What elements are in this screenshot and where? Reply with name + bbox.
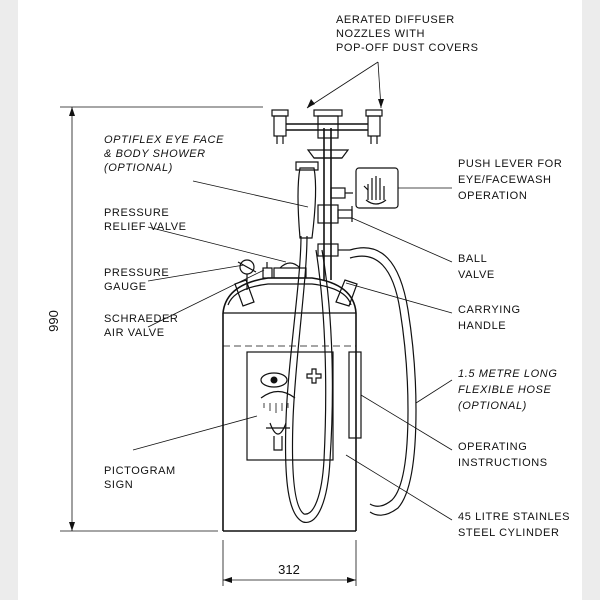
svg-text:HANDLE: HANDLE — [458, 320, 506, 332]
svg-text:AERATED DIFFUSER: AERATED DIFFUSER — [336, 14, 455, 26]
svg-text:45 LITRE STAINLES: 45 LITRE STAINLES — [458, 511, 570, 523]
label-pressure-relief: PRESSURE RELIEF VALVE — [104, 207, 187, 233]
label-ball-valve: BALL VALVE — [458, 253, 495, 281]
optiflex-shower-handset — [295, 161, 319, 239]
svg-text:EYE/FACEWASH: EYE/FACEWASH — [458, 174, 552, 186]
standpipe — [323, 128, 332, 280]
svg-text:BALL: BALL — [458, 253, 487, 265]
flexible-hose — [349, 247, 417, 516]
leader-lines — [132, 61, 453, 521]
svg-text:RELIEF VALVE: RELIEF VALVE — [104, 221, 187, 233]
ball-valve — [317, 204, 353, 224]
svg-text:(OPTIONAL): (OPTIONAL) — [104, 162, 173, 174]
pressure-relief-valve — [273, 262, 307, 279]
svg-text:(OPTIONAL): (OPTIONAL) — [458, 400, 527, 412]
svg-text:CARRYING: CARRYING — [458, 304, 521, 316]
svg-text:VALVE: VALVE — [458, 269, 495, 281]
label-hose: 1.5 METRE LONG FLEXIBLE HOSE (OPTIONAL) — [458, 368, 557, 412]
svg-text:SIGN: SIGN — [104, 479, 133, 491]
width-value: 312 — [278, 562, 300, 577]
carrying-handle-left — [234, 279, 255, 307]
first-aid-cross-icon — [306, 368, 322, 384]
drawing-frame: 990 312 — [18, 0, 582, 600]
svg-text:PRESSURE: PRESSURE — [104, 267, 169, 279]
label-optiflex: OPTIFLEX EYE FACE & BODY SHOWER (OPTIONA… — [104, 134, 224, 174]
eyewash-bowl-icon — [266, 422, 290, 451]
svg-text:PUSH LEVER FOR: PUSH LEVER FOR — [458, 158, 562, 170]
eye-icon — [260, 372, 288, 388]
push-lever-sign — [355, 167, 399, 209]
shower-hose — [284, 235, 333, 523]
schraeder-valve — [262, 262, 273, 279]
label-carrying-handle: CARRYING HANDLE — [458, 304, 521, 332]
label-aerated-diffuser: AERATED DIFFUSER NOZZLES WITH POP-OFF DU… — [336, 14, 479, 54]
svg-text:INSTRUCTIONS: INSTRUCTIONS — [458, 457, 548, 469]
label-cylinder: 45 LITRE STAINLES STEEL CYLINDER — [458, 511, 570, 539]
label-pictogram: PICTOGRAM SIGN — [104, 465, 176, 491]
label-schraeder: SCHRAEDER AIR VALVE — [104, 313, 178, 339]
svg-text:POP-OFF DUST COVERS: POP-OFF DUST COVERS — [336, 42, 479, 54]
label-operating-instructions: OPERATING INSTRUCTIONS — [458, 441, 548, 469]
hose-connector — [317, 243, 350, 257]
eyewash-head — [286, 109, 368, 159]
svg-text:PRESSURE: PRESSURE — [104, 207, 169, 219]
eyewash-diagram: 990 312 — [46, 14, 570, 586]
height-dimension: 990 — [46, 106, 263, 532]
width-dimension: 312 — [222, 540, 357, 586]
svg-text:& BODY SHOWER: & BODY SHOWER — [104, 148, 206, 160]
svg-text:1.5 METRE LONG: 1.5 METRE LONG — [458, 368, 557, 380]
label-pressure-gauge: PRESSURE GAUGE — [104, 267, 169, 293]
height-value: 990 — [46, 310, 61, 332]
svg-text:SCHRAEDER: SCHRAEDER — [104, 313, 178, 325]
svg-text:PICTOGRAM: PICTOGRAM — [104, 465, 176, 477]
svg-text:FLEXIBLE HOSE: FLEXIBLE HOSE — [458, 384, 551, 396]
push-lever — [330, 187, 353, 199]
operating-instructions-panel — [348, 351, 362, 439]
steel-cylinder — [222, 277, 357, 532]
svg-text:AIR VALVE: AIR VALVE — [104, 327, 165, 339]
svg-text:NOZZLES WITH: NOZZLES WITH — [336, 28, 425, 40]
svg-text:GAUGE: GAUGE — [104, 281, 147, 293]
svg-text:OPERATING: OPERATING — [458, 441, 527, 453]
shower-head-icon — [260, 390, 296, 413]
svg-text:STEEL CYLINDER: STEEL CYLINDER — [458, 527, 560, 539]
svg-text:OPTIFLEX EYE FACE: OPTIFLEX EYE FACE — [104, 134, 224, 146]
svg-text:OPERATION: OPERATION — [458, 190, 527, 202]
hand-icon — [363, 176, 387, 205]
left-diffuser-nozzle — [271, 109, 289, 144]
label-push-lever: PUSH LEVER FOR EYE/FACEWASH OPERATION — [458, 158, 562, 202]
carrying-handle-right — [335, 279, 358, 307]
right-diffuser-nozzle — [365, 109, 383, 144]
